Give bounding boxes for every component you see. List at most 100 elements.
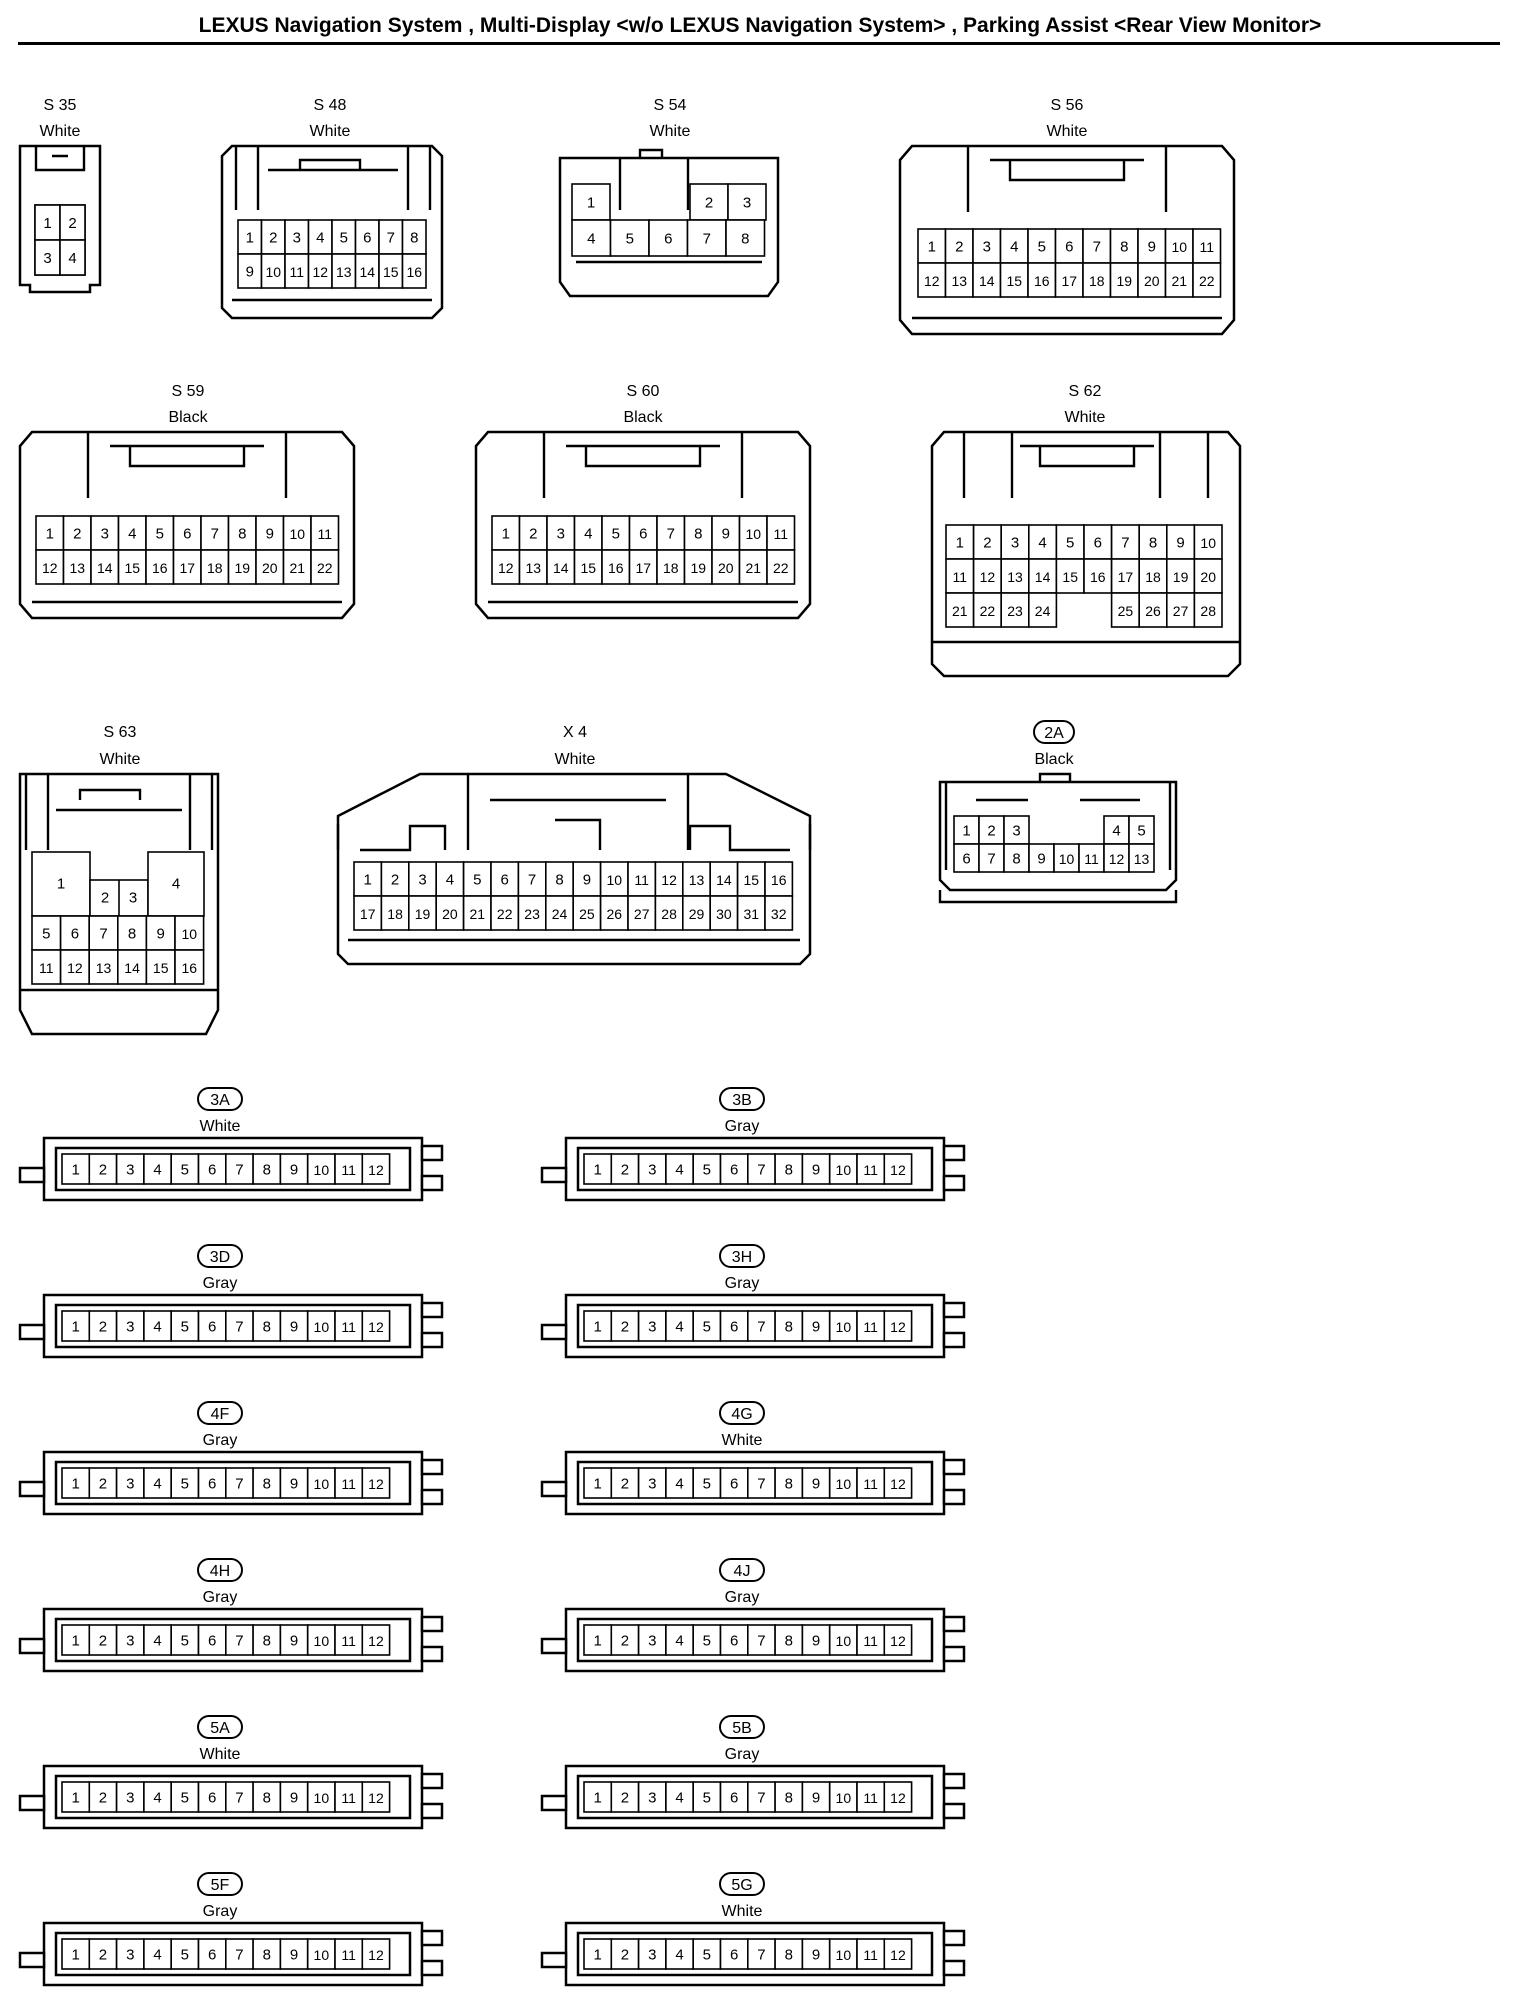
connector-2a-pins-bottom-pin-12: 12 xyxy=(1109,851,1125,867)
connector-s60-pins-pin-6: 6 xyxy=(639,526,647,543)
connector-3d-pins-pin-2: 2 xyxy=(99,1319,107,1336)
connector-2a-color: Black xyxy=(1034,751,1074,768)
connector-3d-pins-pin-4: 4 xyxy=(153,1319,161,1336)
connector-s60-id: S 60 xyxy=(627,383,660,400)
connector-s59-pins-pin-7: 7 xyxy=(211,526,219,543)
connector-5a-pins-pin-5: 5 xyxy=(181,1790,189,1807)
connector-3h-id: 3H xyxy=(732,1249,752,1266)
connector-4f-pins-pin-7: 7 xyxy=(235,1476,243,1493)
connector-5f-pins-pin-2: 2 xyxy=(99,1947,107,1964)
connector-s62-pins-row1-pin-4: 4 xyxy=(1038,535,1046,552)
connector-4j-pins-pin-3: 3 xyxy=(648,1633,656,1650)
connector-3a-pins-pin-5: 5 xyxy=(181,1162,189,1179)
connector-5a-pins-pin-4: 4 xyxy=(153,1790,161,1807)
connector-3b-pins-pin-8: 8 xyxy=(785,1162,793,1179)
connector-x4-pins-pin-26: 26 xyxy=(607,906,623,922)
connector-s62-pins-row3-right-pin-27: 27 xyxy=(1173,603,1189,619)
connector-5g-pins-pin-12: 12 xyxy=(890,1947,906,1963)
connector-2a-pins-top-left-pin-1: 1 xyxy=(962,823,970,840)
connector-s63-pins-pin-14: 14 xyxy=(124,960,140,976)
connector-s54-pins-top-right-pin-3: 3 xyxy=(743,195,751,212)
connector-3a-pins-pin-10: 10 xyxy=(314,1162,330,1178)
connector-s48-pins-pin-15: 15 xyxy=(383,264,399,280)
connector-2a-pins-top-left-pin-3: 3 xyxy=(1012,823,1020,840)
connector-5a-pins-pin-11: 11 xyxy=(341,1790,356,1806)
connector-s48-pins-pin-7: 7 xyxy=(387,230,395,247)
connector-s56-id: S 56 xyxy=(1051,97,1084,114)
connector-s60-pins-pin-1: 1 xyxy=(502,526,510,543)
connector-3a-pins-pin-2: 2 xyxy=(99,1162,107,1179)
connector-s63-id: S 63 xyxy=(104,724,137,741)
connector-3h-pins-pin-4: 4 xyxy=(675,1319,683,1336)
connector-5f-pins-pin-10: 10 xyxy=(314,1947,330,1963)
connector-5f-pins-pin-9: 9 xyxy=(290,1947,298,1964)
connector-s56-pins-pin-1: 1 xyxy=(928,239,936,256)
connector-s62-pins-row2-pin-11: 11 xyxy=(953,569,968,585)
connector-x4-pins-pin-25: 25 xyxy=(579,906,595,922)
connector-5b-pins-pin-4: 4 xyxy=(675,1790,683,1807)
connector-4f-pins-pin-10: 10 xyxy=(314,1476,330,1492)
connector-x4-pins-pin-3: 3 xyxy=(418,872,426,889)
connector-s59-pins-pin-14: 14 xyxy=(97,560,113,576)
connector-s62-pins-row3-left-pin-22: 22 xyxy=(980,603,996,619)
connector-s62-pins-row2-pin-16: 16 xyxy=(1090,569,1106,585)
connector-s56-color: White xyxy=(1047,123,1088,140)
connector-5f-pins-pin-1: 1 xyxy=(71,1947,79,1964)
connector-5b-pins-pin-9: 9 xyxy=(812,1790,820,1807)
connector-s63-pins-pin-5: 5 xyxy=(42,926,50,943)
connector-s62-pins-row3-left-pin-21: 21 xyxy=(952,603,968,619)
connector-s59-color: Black xyxy=(168,409,208,426)
connector-4g-id: 4G xyxy=(731,1406,752,1423)
connector-4g-pins-pin-10: 10 xyxy=(836,1476,852,1492)
connector-s59-pins-pin-15: 15 xyxy=(124,560,140,576)
connector-s62-pins-row2-pin-14: 14 xyxy=(1035,569,1051,585)
connector-5f-pins-pin-7: 7 xyxy=(235,1947,243,1964)
connector-3h-pins-pin-9: 9 xyxy=(812,1319,820,1336)
connector-x4-pins-pin-22: 22 xyxy=(497,906,513,922)
connector-4f-pins-pin-11: 11 xyxy=(341,1476,356,1492)
connector-4g-pins-pin-8: 8 xyxy=(785,1476,793,1493)
connector-s56-pins-pin-18: 18 xyxy=(1089,273,1105,289)
connector-s60-pins-pin-5: 5 xyxy=(612,526,620,543)
connector-s62-pins-row3-right-pin-25: 25 xyxy=(1118,603,1134,619)
connector-5g-pins-pin-11: 11 xyxy=(863,1947,878,1963)
connector-4h-pins-pin-2: 2 xyxy=(99,1633,107,1650)
connector-5g-badge xyxy=(719,1872,765,1896)
connector-s56-pins-pin-10: 10 xyxy=(1171,239,1187,255)
connector-3h-pins-pin-12: 12 xyxy=(890,1319,906,1335)
connector-s59-pins-pin-2: 2 xyxy=(73,526,81,543)
connector-s56-pins-pin-6: 6 xyxy=(1065,239,1073,256)
connector-s62-pins-row1-pin-1: 1 xyxy=(956,535,964,552)
connector-s54-pins-bottom-pin-4: 4 xyxy=(587,231,595,248)
connector-s48-id: S 48 xyxy=(314,97,347,114)
connector-s48-pins-pin-9: 9 xyxy=(246,264,254,281)
connector-5b-pins-pin-5: 5 xyxy=(703,1790,711,1807)
connector-4g-pins-pin-9: 9 xyxy=(812,1476,820,1493)
connector-s60-pins-pin-11: 11 xyxy=(773,526,788,542)
connector-4f-pins-pin-3: 3 xyxy=(126,1476,134,1493)
connector-s63-color: White xyxy=(100,751,141,768)
connector-4j-pins-pin-5: 5 xyxy=(703,1633,711,1650)
connector-s48-pins-pin-12: 12 xyxy=(312,264,328,280)
connector-x4-pins-pin-1: 1 xyxy=(364,872,372,889)
svg-text:1: 1 xyxy=(57,876,65,893)
connector-2a-pins-bottom-pin-9: 9 xyxy=(1037,851,1045,868)
connector-3h-color: Gray xyxy=(725,1275,760,1292)
connector-s59-pins-pin-16: 16 xyxy=(152,560,168,576)
connector-3h-pins-pin-3: 3 xyxy=(648,1319,656,1336)
connector-4j-badge xyxy=(719,1558,765,1582)
connector-5f-badge xyxy=(197,1872,243,1896)
connector-s59-pins-pin-6: 6 xyxy=(183,526,191,543)
connector-3b-color: Gray xyxy=(725,1118,760,1135)
